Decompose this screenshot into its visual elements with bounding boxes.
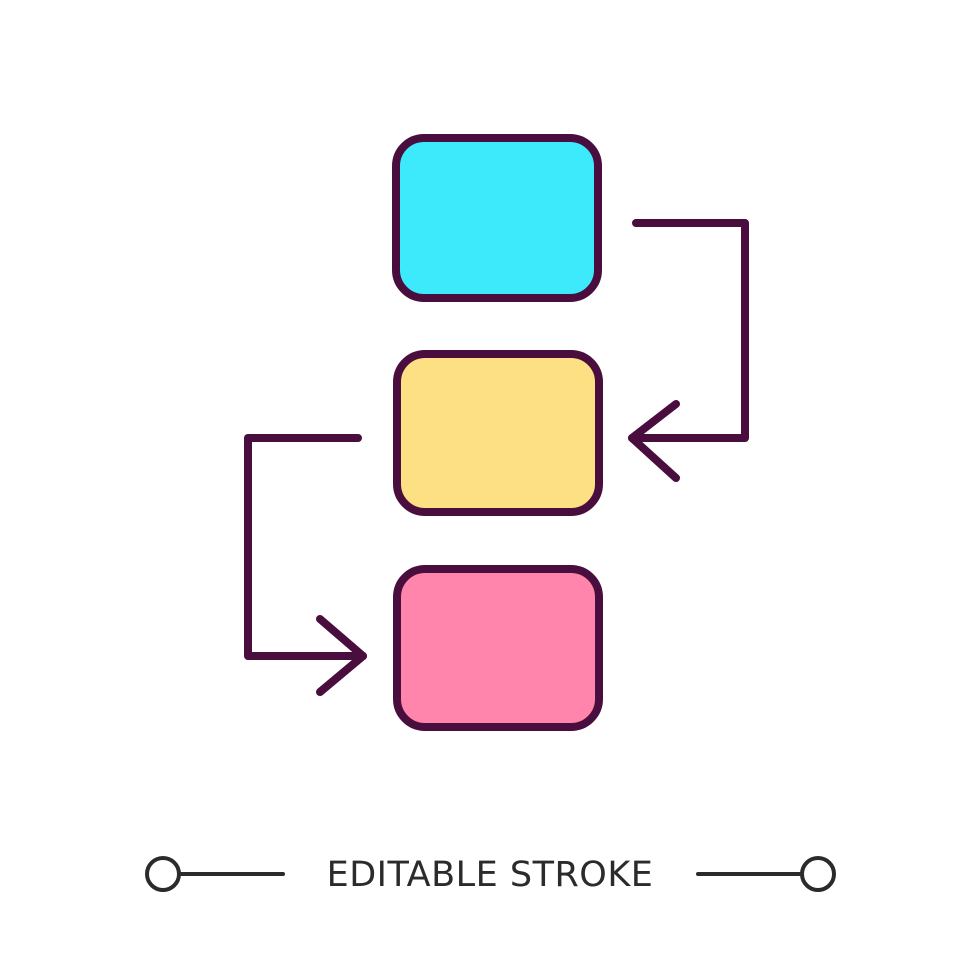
circle-handle-icon — [800, 856, 836, 892]
connector-middle-to-bottom — [244, 434, 367, 660]
editable-stroke-label: EDITABLE STROKE — [326, 855, 654, 895]
arrow-left-icon — [628, 400, 680, 482]
arrow-right-icon — [316, 615, 367, 696]
box-middle — [393, 350, 603, 516]
box-top — [392, 134, 602, 302]
connector-top-to-middle — [628, 219, 749, 442]
circle-handle-icon — [145, 856, 181, 892]
box-bottom — [393, 565, 603, 731]
